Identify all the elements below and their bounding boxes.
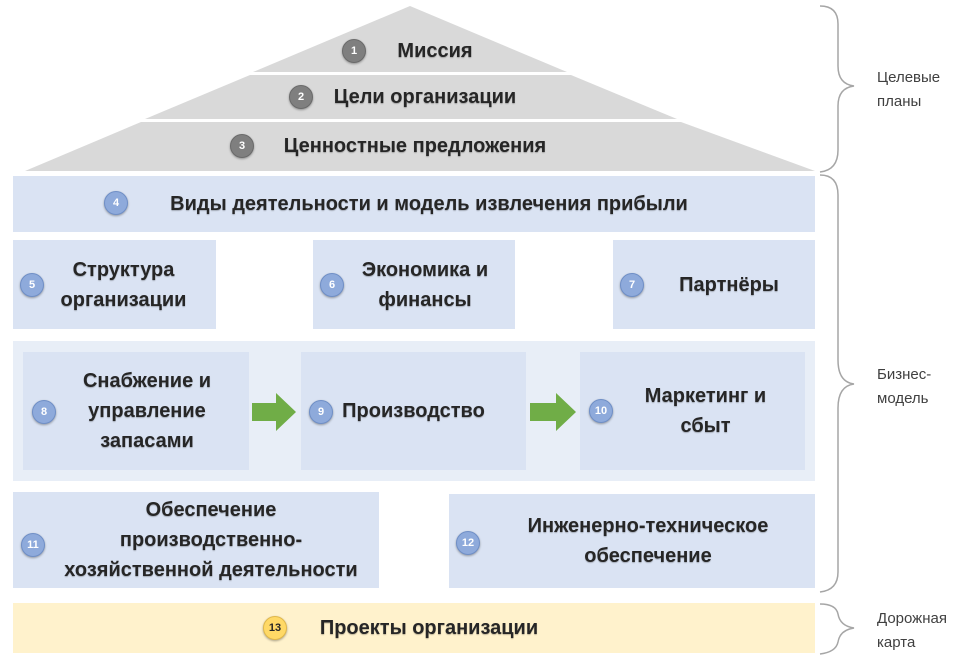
goals-label: Цели организации [333,86,517,108]
marketing-number-badge: 10 [589,399,613,423]
production-number: 9 [317,406,325,418]
mission-number-badge: 1 [342,39,366,63]
partners-number-badge: 7 [620,273,644,297]
goals-number: 2 [297,91,305,103]
engineering-number: 12 [461,537,475,549]
marketing-box: 10 Маркетинг и сбыт [580,352,805,470]
production-label: Производство [342,400,485,422]
economics-number-badge: 6 [320,273,344,297]
partners-box: 7 Партнёры [613,240,815,329]
support-box: 11 Обеспечение производственно- хозяйств… [13,492,379,588]
production-number-badge: 9 [309,400,333,424]
arrow-right-icon [252,393,296,431]
brace-business-model [819,174,855,593]
economics-label: Экономика и финансы [361,258,489,311]
roadmap-label: Дорожная карта [877,610,947,651]
economics-box: 6 Экономика и финансы [313,240,515,329]
business-model-label: Бизнес- модель [877,366,932,407]
roof-tier-mission [253,6,567,72]
values-number-badge: 3 [230,134,254,158]
support-number: 11 [27,539,39,551]
activities-number-badge: 4 [104,191,128,215]
activities-label: Виды деятельности и модель извлечения пр… [170,193,688,215]
projects-box: 13 Проекты организации [13,603,815,653]
goals-tier: 2 Цели организации [280,82,540,112]
marketing-number: 10 [594,405,608,417]
arrow-right-icon [530,393,576,431]
supply-number: 8 [40,406,48,418]
roof [25,6,815,171]
supply-label: Снабжение и управление запасами [82,370,212,452]
partners-number: 7 [628,279,636,291]
projects-number-badge: 13 [263,616,287,640]
activities-number: 4 [112,197,120,209]
projects-number: 13 [268,622,282,634]
structure-box: 5 Структура организации [13,240,216,329]
engineering-number-badge: 12 [456,531,480,555]
activities-box: 4 Виды деятельности и модель извлечения … [13,176,815,232]
economics-number: 6 [328,279,336,291]
brace-target-plans [819,5,855,173]
supply-number-badge: 8 [32,400,56,424]
support-label: Обеспечение производственно- хозяйственн… [64,499,358,581]
projects-label: Проекты организации [319,617,539,639]
roof-tier-values [25,122,815,171]
target-plans-label: Целевые планы [877,69,941,110]
structure-number-badge: 5 [20,273,44,297]
production-box: 9 Производство [301,352,526,470]
engineering-box: 12 Инженерно-техническое обеспечение [449,494,815,588]
support-number-badge: 11 [21,533,45,557]
mission-tier: 1 Миссия [300,36,540,66]
values-label: Ценностные предложения [283,135,547,157]
brace-roadmap [819,603,855,655]
values-tier: 3 Ценностные предложения [220,131,580,161]
engineering-label: Инженерно-техническое обеспечение [527,515,769,567]
structure-label: Структура организации [60,258,187,311]
structure-number: 5 [28,279,36,291]
partners-label: Партнёры [679,273,779,296]
mission-label: Миссия [397,40,473,62]
supply-box: 8 Снабжение и управление запасами [23,352,249,470]
mission-number: 1 [350,45,358,57]
values-number: 3 [238,140,246,152]
goals-number-badge: 2 [289,85,313,109]
roof-tier-goals [145,75,677,119]
marketing-label: Маркетинг и сбыт [644,385,767,437]
